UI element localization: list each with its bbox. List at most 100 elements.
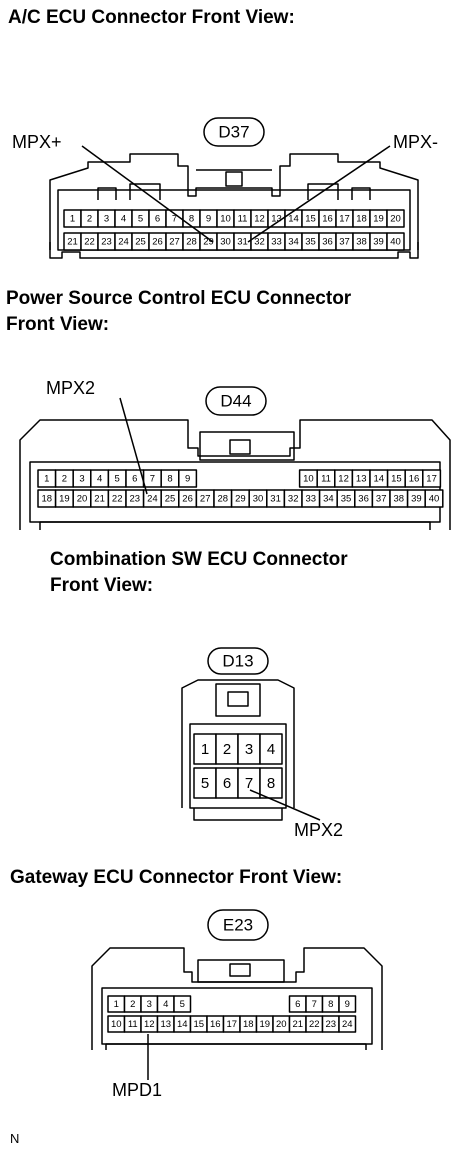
- d37-pin-14: 14: [288, 214, 299, 225]
- callout-label-mpd1: MPD1: [112, 1080, 163, 1100]
- e23-pin-4: 4: [163, 999, 168, 1010]
- d37-pin-36: 36: [322, 237, 333, 248]
- d44-pin-27: 27: [200, 494, 211, 505]
- e23-pin-15: 15: [193, 1019, 204, 1030]
- d37-pin-9: 9: [206, 214, 211, 225]
- connector-code-d13: D13: [222, 652, 253, 671]
- d37-pin-5: 5: [138, 214, 143, 225]
- d37-pin-15: 15: [305, 214, 316, 225]
- d37-pin-18: 18: [356, 214, 367, 225]
- d37-pin-35: 35: [305, 237, 316, 248]
- d44-pin-25: 25: [165, 494, 176, 505]
- footnote-letter: N: [10, 1131, 20, 1146]
- d13-pin-2: 2: [223, 741, 231, 758]
- d37-pin-28: 28: [186, 237, 197, 248]
- connector-d44-housing: [19, 386, 451, 530]
- gateway-connector-heading: Gateway ECU Connector Front View:: [10, 867, 343, 888]
- connector-d13-callout-line: [249, 789, 321, 821]
- d44-pin-35: 35: [341, 494, 352, 505]
- e23-pin-8: 8: [328, 999, 333, 1010]
- e23-pin-22: 22: [309, 1019, 320, 1030]
- d37-pin-17: 17: [339, 214, 350, 225]
- d37-pin-3: 3: [104, 214, 109, 225]
- e23-pin-17: 17: [226, 1019, 237, 1030]
- d44-pin-15: 15: [391, 474, 402, 485]
- d13-pin-3: 3: [245, 741, 253, 758]
- d44-pin-12: 12: [338, 474, 349, 485]
- e23-pin-21: 21: [292, 1019, 303, 1030]
- e23-pin-12: 12: [144, 1019, 155, 1030]
- d44-pin-10: 10: [303, 474, 314, 485]
- d44-pin-20: 20: [77, 494, 88, 505]
- d37-pin-21: 21: [67, 237, 78, 248]
- e23-pin-19: 19: [259, 1019, 270, 1030]
- d37-pin-13: 13: [271, 214, 282, 225]
- connector-code-d44: D44: [220, 392, 251, 411]
- d44-pin-7: 7: [150, 474, 155, 485]
- e23-pin-20: 20: [276, 1019, 287, 1030]
- d44-pin-30: 30: [253, 494, 264, 505]
- d44-pin-23: 23: [130, 494, 141, 505]
- e23-pin-13: 13: [160, 1019, 171, 1030]
- d13-pin-6: 6: [223, 775, 231, 792]
- power-connector-heading-line1: Power Source Control ECU Connector: [6, 288, 352, 309]
- power-connector-heading-line2: Front View:: [6, 314, 110, 335]
- e23-pin-6: 6: [295, 999, 300, 1010]
- d37-pin-6: 6: [155, 214, 160, 225]
- d37-pin-39: 39: [373, 237, 384, 248]
- d37-pin-38: 38: [356, 237, 367, 248]
- e23-pin-5: 5: [180, 999, 185, 1010]
- d44-pin-24: 24: [147, 494, 158, 505]
- e23-pin-5-cell: [173, 995, 192, 1013]
- d13-pin-4: 4: [267, 741, 275, 758]
- d37-pin-25: 25: [135, 237, 146, 248]
- d37-pin-23: 23: [101, 237, 112, 248]
- connector-code-d37: D37: [218, 123, 249, 142]
- e23-pin-9: 9: [345, 999, 350, 1010]
- d37-pin-33: 33: [271, 237, 282, 248]
- d37-pin-34: 34: [288, 237, 299, 248]
- d37-pin-7: 7: [172, 214, 177, 225]
- e23-pin-24: 24: [342, 1019, 353, 1030]
- d44-pin-36: 36: [358, 494, 369, 505]
- d13-pin-1: 1: [201, 741, 209, 758]
- d44-pin-31: 31: [270, 494, 281, 505]
- d44-pin-26: 26: [182, 494, 193, 505]
- callout-label-mpx-plus: MPX+: [12, 132, 62, 152]
- d37-pin-29: 29: [203, 237, 214, 248]
- e23-pin-10: 10: [111, 1019, 122, 1030]
- d37-pin-1: 1: [70, 214, 75, 225]
- d44-pin-17-cell: [422, 469, 442, 488]
- d44-pin-29: 29: [235, 494, 246, 505]
- d44-pin-8: 8: [167, 474, 172, 485]
- d37-pin-30: 30: [220, 237, 231, 248]
- d37-pin-24: 24: [118, 237, 129, 248]
- d44-pin-37: 37: [376, 494, 387, 505]
- combination-connector-heading-line2: Front View:: [50, 575, 154, 596]
- e23-pin-24-cell: [338, 1015, 357, 1033]
- d37-pin-16: 16: [322, 214, 333, 225]
- d44-pin-13: 13: [356, 474, 367, 485]
- e23-pin-3: 3: [147, 999, 152, 1010]
- d44-pin-18: 18: [42, 494, 53, 505]
- d44-pin-11: 11: [321, 474, 331, 485]
- d44-pin-22: 22: [112, 494, 123, 505]
- e23-pin-2: 2: [130, 999, 135, 1010]
- d44-pin-16: 16: [409, 474, 420, 485]
- d13-pin-5: 5: [201, 775, 209, 792]
- connector-d37-callout-lines: [81, 145, 391, 243]
- d37-pin-4: 4: [121, 214, 126, 225]
- d13-pin-8-cell: [259, 767, 283, 799]
- combination-connector-heading-line1: Combination SW ECU Connector: [50, 549, 348, 570]
- d44-pin-4: 4: [97, 474, 102, 485]
- d44-pin-5: 5: [115, 474, 120, 485]
- connector-e23-housing: [91, 909, 383, 1050]
- d44-pin-1: 1: [44, 474, 49, 485]
- d44-pin-34: 34: [323, 494, 334, 505]
- e23-pin-9-cell: [338, 995, 357, 1013]
